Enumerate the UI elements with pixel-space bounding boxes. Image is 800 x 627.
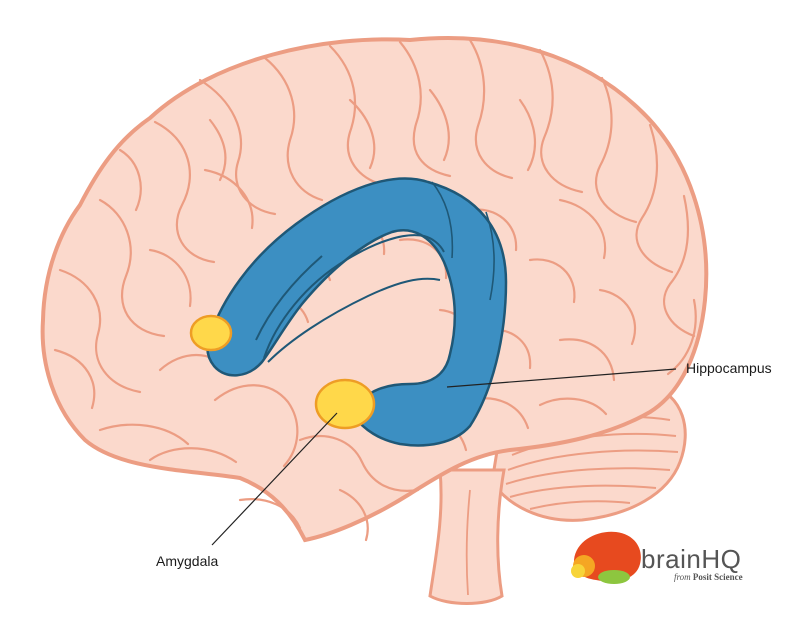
- brainhq-logo-tagline: from Posit Science: [674, 572, 743, 582]
- hippocampus-label: Hippocampus: [686, 360, 772, 376]
- hippocampus: [206, 177, 508, 447]
- hippocampus-leader-line: [446, 368, 677, 388]
- logo-company-text: Posit Science: [692, 572, 743, 582]
- amygdala-front: [189, 314, 233, 352]
- logo-brain-text: brain: [641, 544, 702, 574]
- brainhq-logo-wordmark: brainHQ: [641, 544, 741, 575]
- brainhq-logo-icon: [571, 531, 641, 584]
- amygdala-label: Amygdala: [156, 553, 219, 569]
- brain-sulci: [53, 38, 697, 542]
- amygdala-main: [314, 378, 376, 430]
- amygdala-leader-line: [211, 412, 338, 546]
- logo-from-text: from: [674, 572, 691, 582]
- logo-hq-text: HQ: [701, 544, 742, 574]
- brain-stem: [428, 468, 506, 605]
- cerebrum: [40, 36, 709, 543]
